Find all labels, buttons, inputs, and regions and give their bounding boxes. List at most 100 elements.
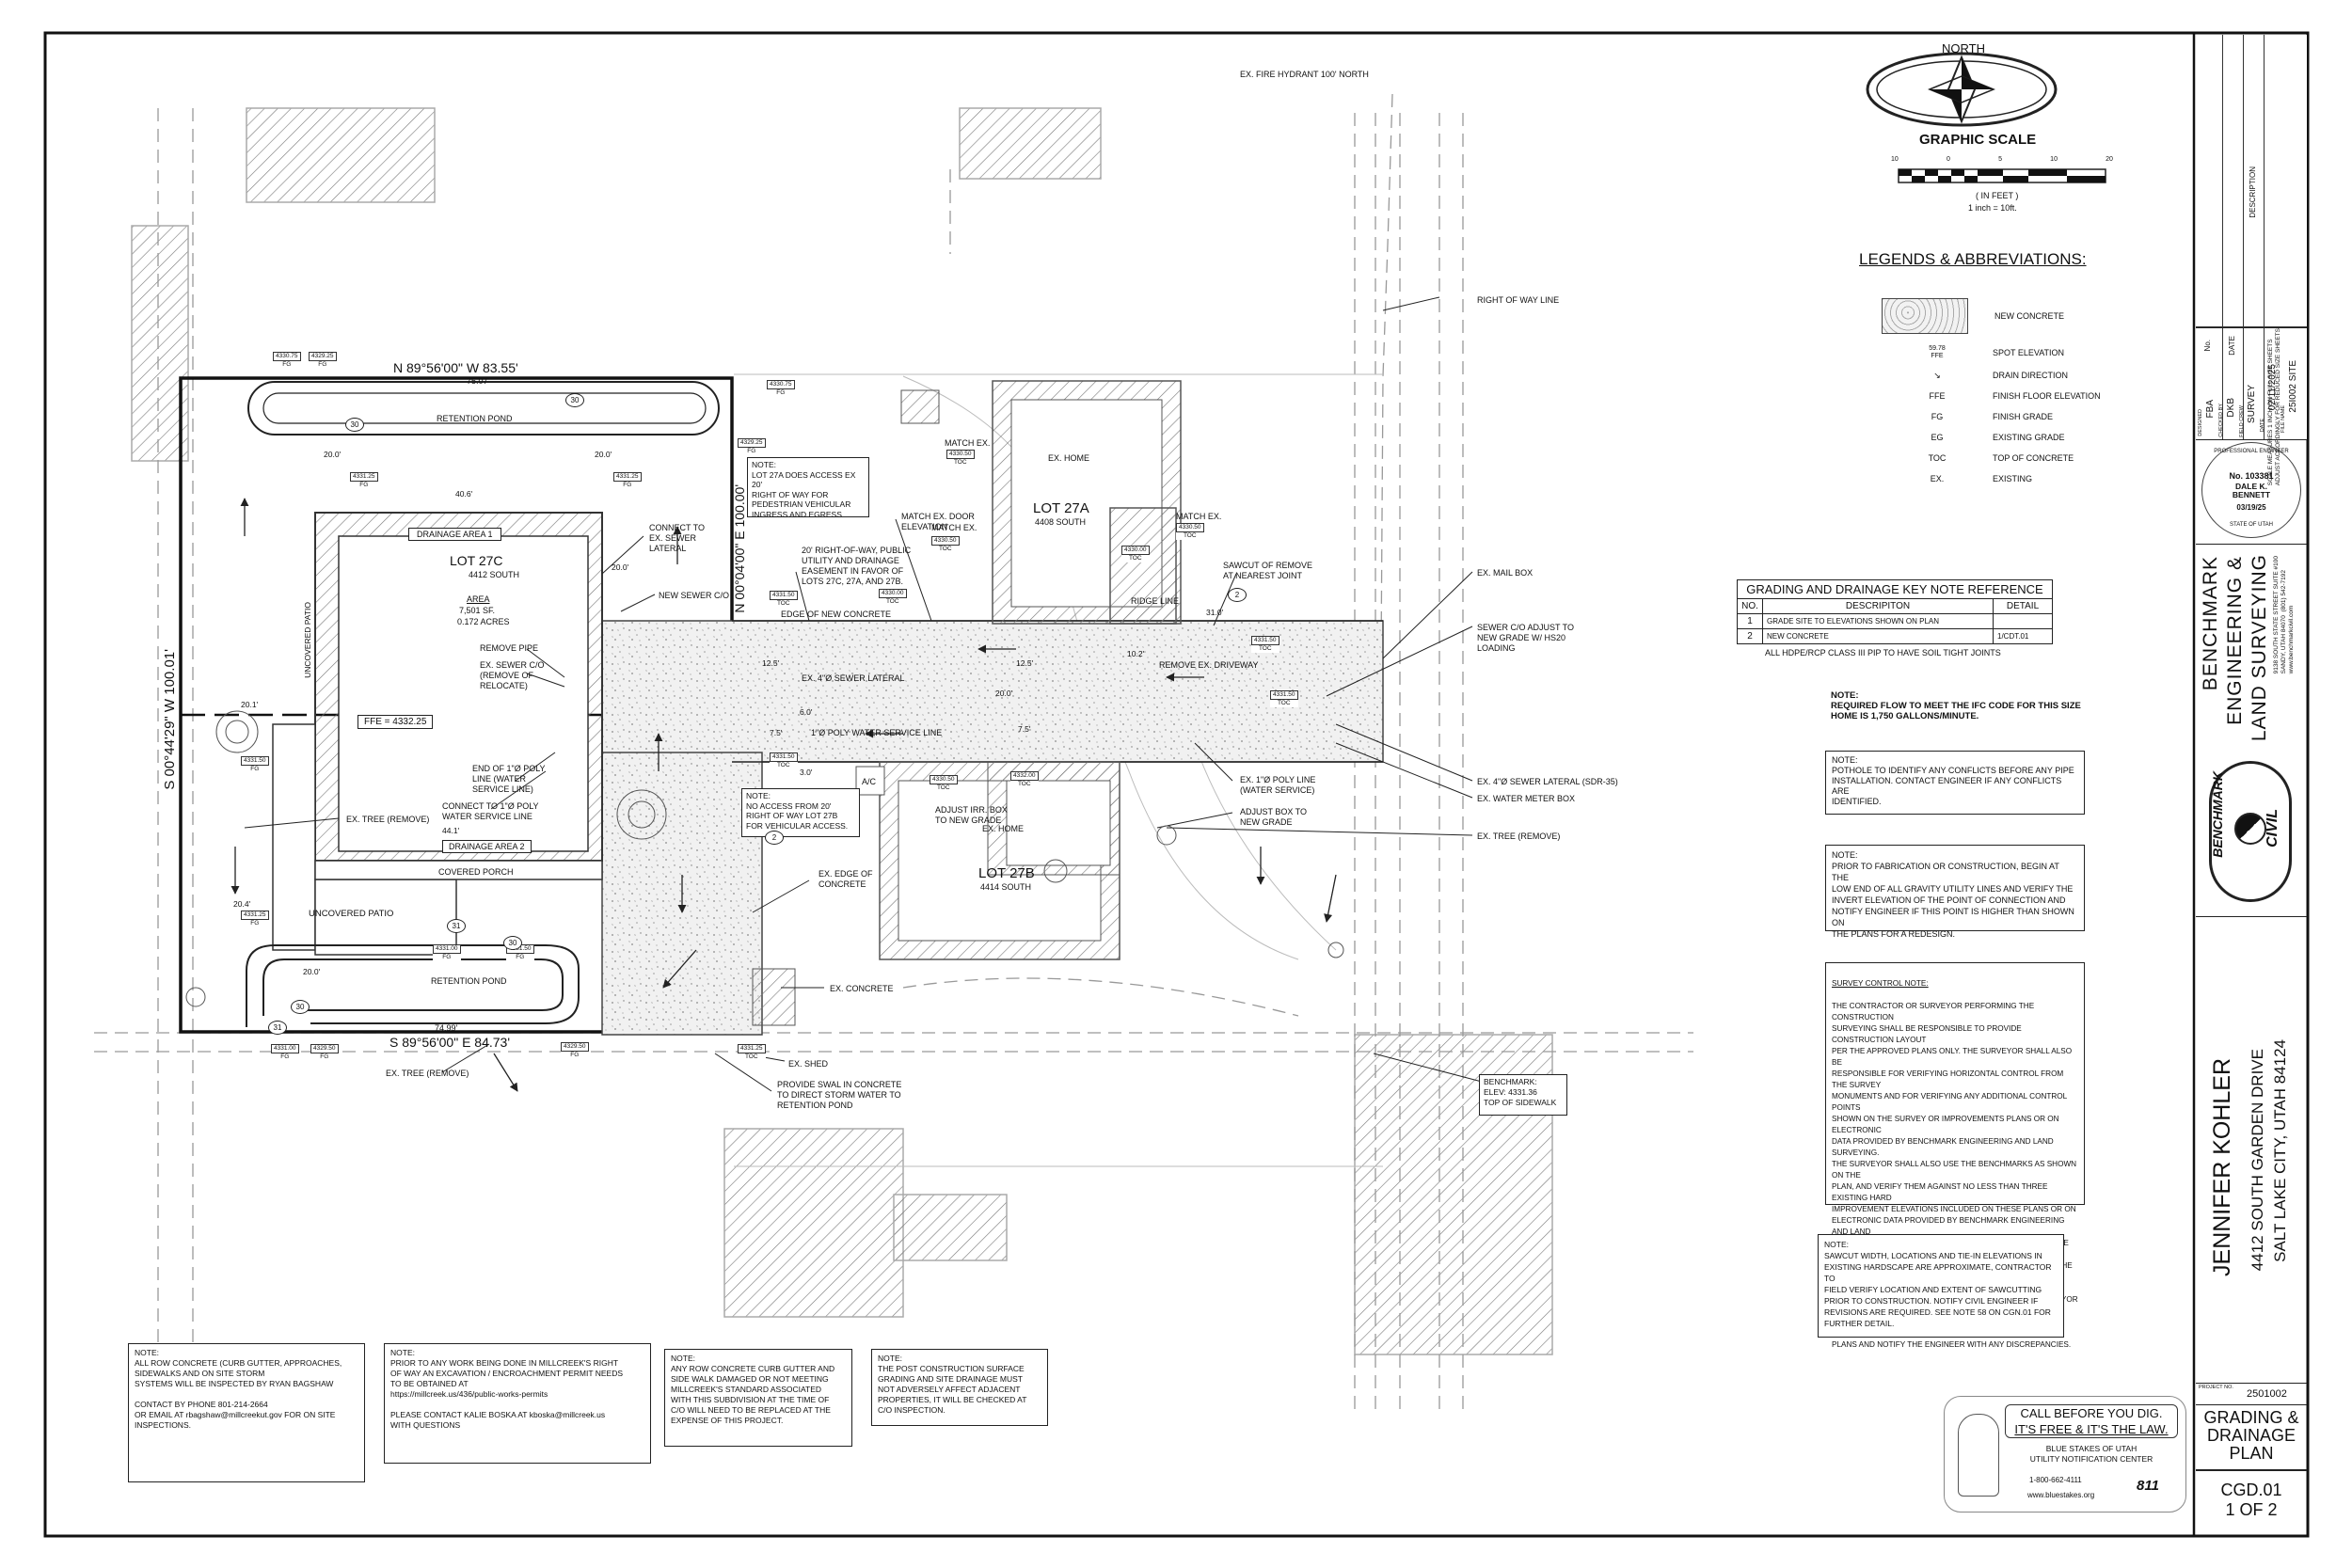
digger-icon	[1958, 1414, 1999, 1497]
ac-unit: A/C	[862, 777, 877, 786]
ex-home-27a: EX. HOME	[1048, 453, 1090, 463]
keynote-marker: 30	[345, 418, 364, 432]
legend: NEW CONCRETE 59.78 FFE SPOT ELEVATION ↘ …	[1882, 292, 2107, 489]
bearing-left: S 00°44'29" W 100.01'	[162, 649, 178, 790]
lot-27c-label: LOT 27C	[450, 553, 503, 568]
row-concrete-note: NOTE: ALL ROW CONCRETE (CURB GUTTER, APP…	[128, 1343, 365, 1482]
dimension-label: 10.2'	[1127, 649, 1145, 658]
sheet-number-block: CGD.01 1 OF 2	[2196, 1469, 2307, 1537]
benchmark-civil-logo: BENCHMARK CIVIL	[2209, 761, 2292, 902]
benchmark-note: BENCHMARK: ELEV: 4331.36 TOP OF SIDEWALK	[1479, 1074, 1567, 1116]
dimension-label: 20.0'	[324, 450, 342, 459]
callout-label: EX. TREE (REMOVE)	[346, 815, 430, 824]
blue-stakes-box: CALL BEFORE YOU DIG. IT'S FREE & IT'S TH…	[1944, 1396, 2186, 1513]
dimension-label: 44.1'	[442, 826, 460, 835]
no-access-note: NOTE: NO ACCESS FROM 20' RIGHT OF WAY LO…	[741, 788, 860, 837]
bearing-top: N 89°56'00" W 83.55'	[393, 360, 518, 375]
covered-porch: COVERED PORCH	[438, 867, 514, 877]
spot-elevation-suffix: FG	[747, 448, 756, 454]
dimension-label: 3.0'	[800, 768, 813, 777]
callout-label: SAWCUT OF REMOVE AT NEAREST JOINT	[1223, 561, 1313, 580]
scale-ratio: 1 inch = 10ft.	[1968, 203, 2017, 213]
keynote-title: GRADING AND DRAINAGE KEY NOTE REFERENCE	[1737, 579, 2053, 598]
spot-elevation-suffix: TOC	[1128, 555, 1142, 562]
dimension-label: 20.0'	[595, 450, 612, 459]
keynote-marker: 2	[1228, 588, 1247, 602]
callout-label: CONNECT TO 1"Ø POLY WATER SERVICE LINE	[442, 801, 539, 821]
callout-label: EX. 4"Ø SEWER LATERAL	[802, 673, 905, 683]
dimension-label: 20.0'	[612, 562, 629, 572]
lot-27a-address: 4408 SOUTH	[1035, 517, 1087, 527]
post-construction-note: NOTE: THE POST CONSTRUCTION SURFACE GRAD…	[871, 1349, 1048, 1426]
permit-note: NOTE: PRIOR TO ANY WORK BEING DONE IN MI…	[384, 1343, 651, 1464]
damaged-concrete-note: NOTE: ANY ROW CONCRETE CURB GUTTER AND S…	[664, 1349, 852, 1447]
keynote-marker: 30	[291, 1000, 310, 1014]
callout-label: PROVIDE SWAL IN CONCRETE TO DIRECT STORM…	[777, 1080, 902, 1110]
callout-label: ADJUST BOX TO NEW GRADE	[1240, 807, 1308, 827]
dimension-label: 20.0'	[303, 967, 321, 976]
spot-elevation-suffix: TOC	[744, 1053, 758, 1060]
spot-elevation-value: 4331.25	[350, 472, 378, 482]
utility-lines	[94, 93, 1693, 1411]
callout-label: NEW SEWER C/O	[659, 591, 730, 600]
callout-label: EX. CONCRETE	[830, 984, 894, 993]
spot-elevation-suffix: FG	[442, 954, 452, 960]
spot-elevation-value: 4329.50	[310, 1044, 339, 1053]
ffe-label: FFE = 4332.25	[358, 715, 434, 729]
bearing-mid: N 00°04'00" E 100.00'	[732, 484, 747, 613]
callout-label: EX. MAIL BOX	[1477, 568, 1534, 578]
retention-pond-label-bottom: RETENTION POND	[431, 976, 507, 986]
spot-elevation-suffix: TOC	[1183, 532, 1197, 539]
spot-elevation-value: 4331.25	[241, 911, 269, 920]
pe-stamp: PROFESSIONAL ENGINEER No. 103381 DALE K.…	[2201, 442, 2301, 538]
scale-unit: ( IN FEET )	[1976, 191, 2019, 200]
dimension-label: 20.0'	[995, 689, 1013, 698]
drainage-arrows	[230, 498, 1337, 1092]
new-concrete-swatch	[1882, 298, 1968, 334]
spot-elevation-suffix: TOC	[1017, 781, 1031, 787]
spot-elevation-value: 4330.00	[1121, 546, 1150, 555]
spot-elevation-suffix: TOC	[938, 546, 952, 552]
scale-tick-labels: 10 0 5 10 20	[1891, 156, 2113, 163]
bearing-bottom: S 89°56'00" E 84.73'	[389, 1035, 511, 1050]
sawcut-note: NOTE: SAWCUT WIDTH, LOCATIONS AND TIE-IN…	[1818, 1234, 2064, 1338]
spot-elevation-suffix: FG	[570, 1052, 580, 1058]
spot-elevation-value: 4330.00	[879, 589, 907, 598]
lot-27a-access-note: NOTE: LOT 27A DOES ACCESS EX 20' RIGHT O…	[747, 457, 869, 519]
spot-elevation-suffix: FG	[282, 361, 292, 368]
spot-elevation-value: 4331.50	[241, 756, 269, 766]
callout-label: EX. FIRE HYDRANT 100' NORTH	[1240, 70, 1369, 79]
legend-item: ↘ DRAIN DIRECTION	[1882, 365, 2107, 386]
callout-label: MATCH EX. DOOR ELEVATION	[901, 512, 975, 531]
firm-block: BENCHMARK ENGINEERING & LAND SURVEYING 9…	[2196, 544, 2307, 917]
callout-label: ADJUST IRR. BOX TO NEW GRADE	[935, 805, 1008, 825]
dimension-label: 40.6'	[455, 489, 473, 499]
area-title: AREA	[467, 594, 490, 604]
project-number-block: PROJECT NO. 2501002	[2196, 1383, 2307, 1405]
callout-label: EX. SEWER C/O (REMOVE OF RELOCATE)	[480, 660, 545, 690]
legend-item: TOC TOP OF CONCRETE	[1928, 453, 2074, 463]
spot-elevation-suffix: TOC	[936, 784, 950, 791]
legend-title: LEGENDS & ABBREVIATIONS:	[1859, 250, 2087, 268]
dimension-label: 20.4'	[233, 899, 251, 909]
callout-label: MATCH EX.	[931, 523, 977, 532]
callout-label: REMOVE PIPE	[480, 643, 539, 653]
spot-elevation-suffix: FG	[776, 389, 786, 396]
spot-elevation-suffix: FG	[623, 482, 632, 488]
spot-elevation-value: 4330.50	[1176, 523, 1204, 532]
lot-27a-house	[900, 380, 1182, 625]
client-name: JENNIFER KOHLER	[2209, 1058, 2235, 1276]
revision-block: No. DATE DESCRIPTION SCALE MEASURES 1 IN…	[2196, 35, 2307, 485]
